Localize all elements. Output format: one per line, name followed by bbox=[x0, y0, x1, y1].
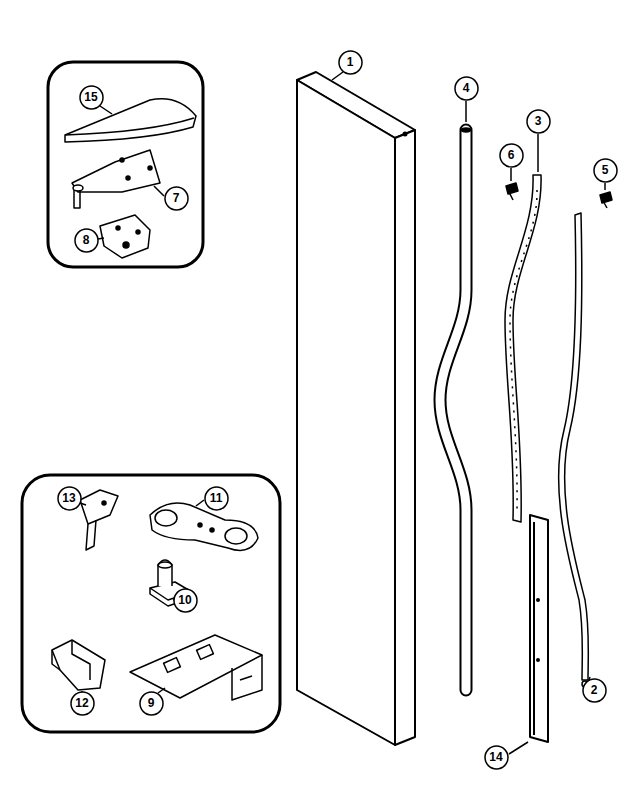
hinge-cover-bottom bbox=[52, 640, 105, 690]
callout-circle: 11 bbox=[204, 486, 229, 511]
callout-number: 11 bbox=[210, 492, 223, 504]
callout-circle-outline bbox=[500, 144, 523, 167]
callout-circle-outline bbox=[58, 487, 81, 510]
callout-circle: 12 bbox=[70, 691, 95, 716]
leader-line bbox=[465, 101, 467, 122]
callout-number: 8 bbox=[83, 234, 90, 246]
callout-circle: 8 bbox=[74, 228, 99, 253]
callout-circle-outline bbox=[594, 159, 617, 182]
callout-circle-outline bbox=[140, 692, 163, 715]
callout-number: 15 bbox=[84, 91, 97, 103]
callout-circle: 10 bbox=[173, 588, 198, 613]
callout-number: 4 bbox=[463, 82, 470, 94]
callout-circle: 6 bbox=[499, 143, 524, 168]
callout-number: 12 bbox=[75, 697, 88, 709]
callout-circle-outline bbox=[71, 692, 94, 715]
screw bbox=[600, 192, 612, 208]
leader-line bbox=[158, 688, 165, 693]
leader-line bbox=[98, 238, 104, 239]
hinge-plate bbox=[72, 150, 160, 208]
callout-number: 7 bbox=[173, 192, 180, 204]
leader-line bbox=[510, 168, 512, 181]
callout-circle-outline bbox=[455, 77, 478, 100]
callout-circle: 2 bbox=[582, 678, 607, 703]
leader-line bbox=[509, 742, 528, 754]
leader-line bbox=[537, 134, 539, 172]
callout-number: 3 bbox=[535, 115, 542, 127]
callout-number: 10 bbox=[178, 594, 191, 606]
leader-line bbox=[332, 72, 343, 80]
hinge-bracket bbox=[130, 635, 262, 700]
callout-circle-outline bbox=[527, 110, 550, 133]
callout-circle: 9 bbox=[139, 691, 164, 716]
callout-circle: 14 bbox=[484, 745, 509, 770]
leader-line bbox=[196, 500, 204, 506]
leader-line bbox=[154, 186, 164, 196]
callout-circle-outline bbox=[485, 746, 508, 769]
leader-line bbox=[80, 503, 86, 505]
callout-circle: 15 bbox=[79, 85, 104, 110]
handle-strip bbox=[505, 175, 541, 522]
hinge-shim bbox=[100, 215, 150, 258]
callout-number: 5 bbox=[602, 164, 609, 176]
callout-circle: 1 bbox=[338, 50, 363, 75]
callout-circle: 5 bbox=[593, 158, 618, 183]
leader-line bbox=[604, 183, 606, 190]
bottom-bar bbox=[530, 515, 548, 742]
callout-circle-outline bbox=[75, 229, 98, 252]
callout-number: 6 bbox=[508, 149, 515, 161]
door-panel bbox=[297, 72, 415, 745]
callout-number: 13 bbox=[62, 492, 75, 504]
inset-frame bbox=[22, 475, 280, 732]
callout-circle-outline bbox=[205, 487, 228, 510]
trim-strip bbox=[559, 213, 589, 687]
screw bbox=[506, 183, 518, 200]
callout-circle: 3 bbox=[526, 109, 551, 134]
tube-trim bbox=[440, 128, 471, 690]
callout-circle-outline bbox=[583, 679, 606, 702]
callout-circle-outline bbox=[174, 589, 197, 612]
bottom-hinge bbox=[150, 503, 258, 551]
callout-number: 1 bbox=[347, 56, 354, 68]
callout-circle: 4 bbox=[454, 76, 479, 101]
callout-circle: 7 bbox=[164, 186, 189, 211]
callout-number: 14 bbox=[489, 751, 502, 763]
leader-line bbox=[100, 106, 112, 114]
inset-frame bbox=[48, 62, 203, 267]
callout-circle: 13 bbox=[57, 486, 82, 511]
callout-circle-outline bbox=[80, 86, 103, 109]
callout-circle-outline bbox=[165, 187, 188, 210]
bracket bbox=[80, 490, 118, 550]
callout-number: 9 bbox=[148, 697, 155, 709]
callout-number: 2 bbox=[591, 684, 598, 696]
callout-circle-outline bbox=[339, 51, 362, 74]
hinge-pin bbox=[150, 560, 192, 606]
